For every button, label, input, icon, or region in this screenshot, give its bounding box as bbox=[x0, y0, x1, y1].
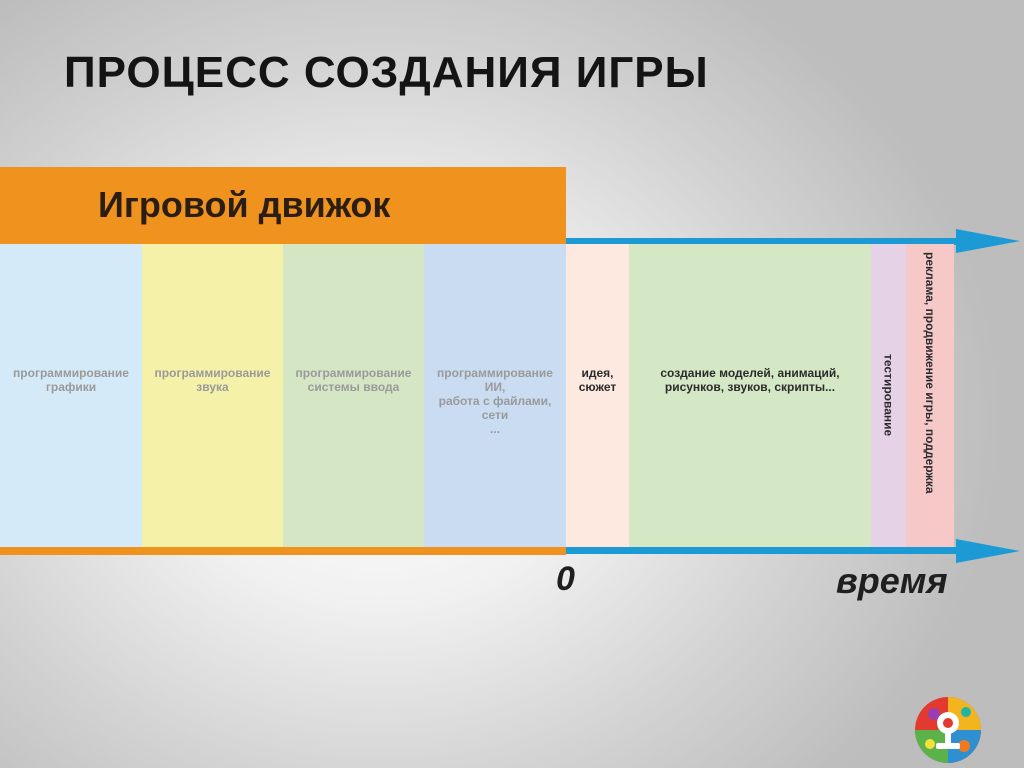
timeline-zero-label: 0 bbox=[556, 560, 575, 598]
process-column-creation-label: создание моделей, анимаций, рисунков, зв… bbox=[660, 366, 840, 394]
process-column-idea: идея, сюжет bbox=[566, 244, 629, 547]
process-column-creation: создание моделей, анимаций, рисунков, зв… bbox=[629, 244, 871, 547]
timeline-time-label: время bbox=[836, 560, 948, 601]
top-timeline-arrowhead bbox=[956, 229, 1020, 253]
engine-column-input: программирование системы ввода bbox=[283, 244, 424, 547]
game-engine-label: Игровой движок bbox=[98, 184, 391, 225]
process-column-testing: тестирование bbox=[871, 244, 906, 547]
process-column-marketing-label: реклама, продвижение игры, поддержка bbox=[923, 252, 937, 494]
colorful-mosaic-logo-icon bbox=[915, 697, 981, 763]
process-column-marketing: реклама, продвижение игры, поддержка bbox=[906, 244, 954, 547]
process-column-idea-label: идея, сюжет bbox=[578, 366, 617, 394]
slide-title: ПРОЦЕСС СОЗДАНИЯ ИГРЫ bbox=[64, 48, 709, 97]
engine-column-graphics-label: программирование графики bbox=[13, 366, 129, 394]
engine-column-input-label: программирование системы ввода bbox=[295, 366, 412, 394]
engine-column-ai-label: программирование ИИ, работа с файлами, с… bbox=[437, 366, 553, 436]
bottom-timeline-arrow-line bbox=[566, 547, 958, 554]
game-engine-bar bbox=[0, 167, 566, 244]
process-column-testing-label: тестирование bbox=[881, 354, 896, 437]
engine-baseline bbox=[0, 547, 566, 555]
bottom-timeline-arrowhead bbox=[956, 539, 1020, 563]
engine-column-sound: программирование звука bbox=[142, 244, 283, 547]
engine-column-graphics: программирование графики bbox=[0, 244, 142, 547]
top-timeline-arrow-line bbox=[566, 238, 958, 245]
engine-column-sound-label: программирование звука bbox=[154, 366, 271, 394]
engine-column-ai: программирование ИИ, работа с файлами, с… bbox=[424, 244, 566, 547]
